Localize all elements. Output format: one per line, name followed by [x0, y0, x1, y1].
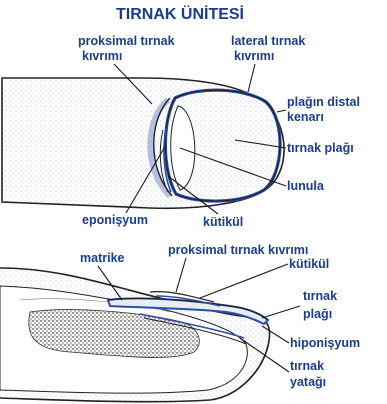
finger-cross-section: [0, 268, 270, 402]
label-lunula: lunula: [287, 179, 325, 193]
label-proksimal-tirnak-kivrimi: proksimal tırnak kıvrımı: [78, 34, 178, 63]
label-proksimal-tirnak-kivrimi-bottom: proksimal tırnak kıvrımı: [168, 243, 308, 257]
label-tirnak-yatagi: tırnak yatağı: [290, 359, 328, 389]
label-kutikul-bottom: kütikül: [289, 257, 329, 271]
label-matrike: matrike: [80, 251, 125, 265]
label-tirnak-plagi-bottom: tırnak plağı: [303, 289, 341, 321]
label-kutikul-top: kütikül: [203, 215, 243, 229]
diagram-title: TIRNAK ÜNİTESİ: [116, 4, 244, 23]
label-plagin-distal-kenari: plağın distal kenarı: [287, 95, 363, 124]
label-hiponisyum: hiponişyum: [290, 336, 360, 350]
label-eponisyum: eponişyum: [82, 213, 148, 227]
label-lateral-tirnak-kivrimi: lateral tırnak kıvrımı: [231, 34, 309, 63]
label-tirnak-plagi: tırnak plağı: [287, 141, 354, 155]
